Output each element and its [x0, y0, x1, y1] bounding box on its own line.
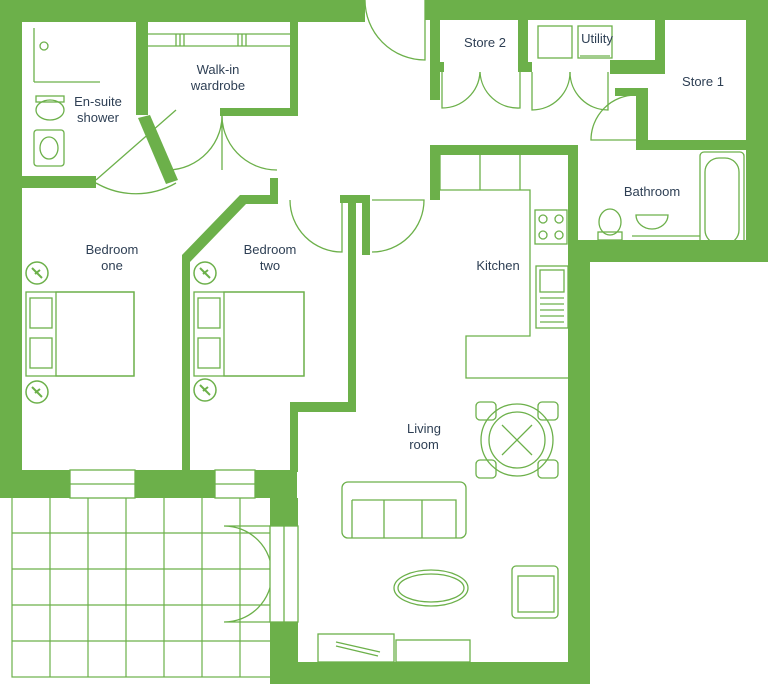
- tv-unit-icon: [317, 633, 471, 663]
- room-label-bedroom-one: Bedroom one: [85, 242, 139, 273]
- coffee-table-icon: [393, 569, 469, 607]
- hob-icon: [534, 209, 568, 245]
- basin-icon: [33, 129, 65, 167]
- kitchen-counter: [439, 155, 570, 379]
- room-label-store-1: Store 1: [682, 74, 724, 89]
- bath-icon: [699, 151, 745, 251]
- bedside-lamp-icon: [25, 380, 49, 404]
- wardrobe-rail-icon: [148, 33, 292, 47]
- windows: [69, 469, 299, 623]
- basin-icon: [632, 214, 700, 237]
- bed-icon: [25, 291, 135, 377]
- terrace-paving: [11, 496, 273, 678]
- room-label-bedroom-two: Bedroom two: [243, 242, 297, 273]
- room-label-walkin-wardrobe: Walk-in wardrobe: [190, 62, 246, 93]
- room-label-ensuite: En-suite shower: [74, 94, 122, 125]
- sofa-icon: [341, 481, 467, 539]
- armchair-icon: [511, 565, 559, 619]
- room-label-kitchen: Kitchen: [476, 258, 520, 273]
- bed-icon: [193, 291, 305, 377]
- bedside-lamp-icon: [25, 261, 49, 285]
- bedside-lamp-icon: [193, 261, 217, 285]
- bedside-lamp-icon: [193, 378, 217, 402]
- room-label-bathroom: Bathroom: [623, 184, 681, 199]
- toilet-icon: [35, 95, 65, 121]
- dining-table-icon: [475, 401, 559, 479]
- room-label-living-room: Living room: [407, 421, 441, 452]
- room-label-store-2: Store 2: [464, 35, 506, 50]
- door-swing-icon: [95, 0, 637, 623]
- shower-icon: [33, 28, 100, 83]
- room-label-utility: Utility: [581, 31, 613, 46]
- washing-machine-icon: [537, 25, 613, 59]
- sink-icon: [535, 265, 569, 329]
- toilet-icon: [597, 208, 623, 241]
- fixtures: [25, 25, 745, 663]
